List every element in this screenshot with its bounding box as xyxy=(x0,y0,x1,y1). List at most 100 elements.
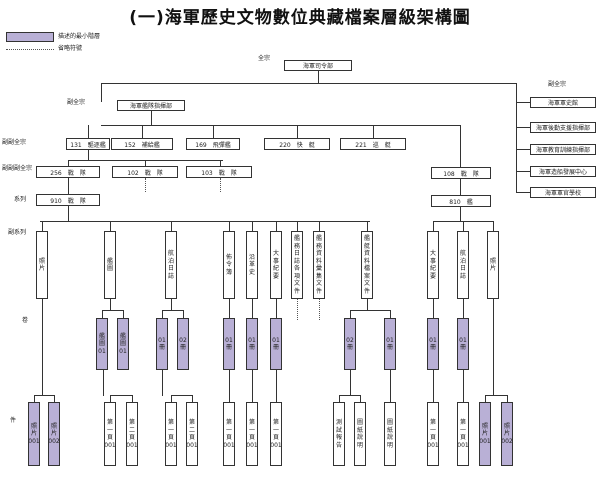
connector-line xyxy=(162,310,163,319)
connector-line xyxy=(373,125,374,139)
subseries-node: 航泊日誌 xyxy=(457,231,469,299)
subseries-node: 航泊日誌 xyxy=(165,231,177,299)
legend-dotted xyxy=(6,49,54,50)
connector-line xyxy=(110,299,111,311)
connector-line xyxy=(252,299,253,319)
connector-line xyxy=(34,395,35,403)
connector-line xyxy=(42,221,43,232)
subseries-node: 艦務日誌各項文件 xyxy=(291,231,303,299)
subseries-node: 艦務資料彙集文件 xyxy=(313,231,325,299)
ship-type-node: 131 驅逐艦 xyxy=(66,138,110,150)
connector-line xyxy=(54,395,55,403)
connector-line xyxy=(88,125,89,139)
connector-line xyxy=(297,221,298,232)
connector-line xyxy=(319,221,320,232)
level-label: 副副副全宗 xyxy=(2,165,33,172)
fleet-command-node: 海軍艦隊指揮部 xyxy=(117,100,185,111)
connector-line xyxy=(162,370,163,396)
connector-line xyxy=(434,221,494,222)
unit-node: 海軍造船發展中心 xyxy=(530,166,596,177)
subseries-node: 艦艇資料檔案文件 xyxy=(361,231,373,299)
connector-line xyxy=(110,395,111,403)
connector-line xyxy=(252,370,253,403)
omission-line xyxy=(220,178,221,192)
subseries-node: 佈令簿 xyxy=(223,231,235,299)
ship-type-node: 152 補給艦 xyxy=(111,138,173,150)
connector-line xyxy=(162,310,184,311)
subseries-node: 大事紀要 xyxy=(270,231,282,299)
legend-label-omission: 省略符號 xyxy=(58,45,83,52)
connector-line xyxy=(102,310,124,311)
connector-line xyxy=(276,299,277,319)
item-node: 圖紙說明 xyxy=(384,402,396,466)
level-label: 副全宗 xyxy=(67,99,86,106)
connector-line xyxy=(103,370,104,396)
connector-line xyxy=(507,395,508,403)
item-node: 圖紙說明 xyxy=(354,402,366,466)
connector-line xyxy=(252,221,253,232)
connector-line xyxy=(493,221,494,232)
connector-line xyxy=(101,83,102,102)
ship-type-node: 169 飛彈艦 xyxy=(186,138,240,150)
connector-line xyxy=(102,310,103,319)
connector-line xyxy=(110,221,111,232)
connector-line xyxy=(229,370,230,403)
series-node: 810 艦 xyxy=(431,195,491,207)
level-label: 副全宗 xyxy=(548,81,567,88)
level-label: 副副全宗 xyxy=(2,139,27,146)
level-label: 卷 xyxy=(22,317,29,324)
unit-node: 海軍軍官學校 xyxy=(530,187,596,198)
connector-line xyxy=(123,310,124,319)
connector-line xyxy=(297,125,298,139)
unit-node: 海軍後勤支援指揮部 xyxy=(530,122,596,133)
connector-line xyxy=(350,310,391,311)
connector-line xyxy=(142,125,143,139)
connector-line xyxy=(460,207,461,222)
connector-line xyxy=(151,111,152,126)
series-node: 910 戰 隊 xyxy=(36,194,100,206)
connector-line xyxy=(367,221,368,232)
connector-line xyxy=(390,310,391,319)
connector-line xyxy=(276,221,277,232)
connector-line xyxy=(132,395,133,403)
connector-line xyxy=(516,83,517,193)
subseries-node: 照片 xyxy=(487,231,499,299)
connector-line xyxy=(463,299,464,319)
squadron-node: 256 戰 隊 xyxy=(36,166,100,178)
connector-line xyxy=(276,370,277,403)
connector-line xyxy=(339,395,361,396)
connector-line xyxy=(516,127,531,128)
connector-line xyxy=(68,206,69,222)
connector-line xyxy=(460,179,461,196)
connector-line xyxy=(433,299,434,319)
connector-line xyxy=(213,125,214,139)
level-label: 副系列 xyxy=(8,229,27,236)
connector-line xyxy=(229,299,230,319)
connector-line xyxy=(516,171,531,172)
connector-line xyxy=(171,395,172,403)
subseries-node: 照片 xyxy=(36,231,48,299)
page-title: (一)海軍歷史文物數位典藏檔案層級架構圖 xyxy=(129,8,471,28)
squadron-node: 102 戰 隊 xyxy=(112,166,178,178)
connector-line xyxy=(360,395,361,403)
connector-line xyxy=(350,370,351,396)
subseries-node: 沿革史 xyxy=(246,231,258,299)
legend-swatch xyxy=(6,32,54,42)
omission-line xyxy=(145,178,146,192)
